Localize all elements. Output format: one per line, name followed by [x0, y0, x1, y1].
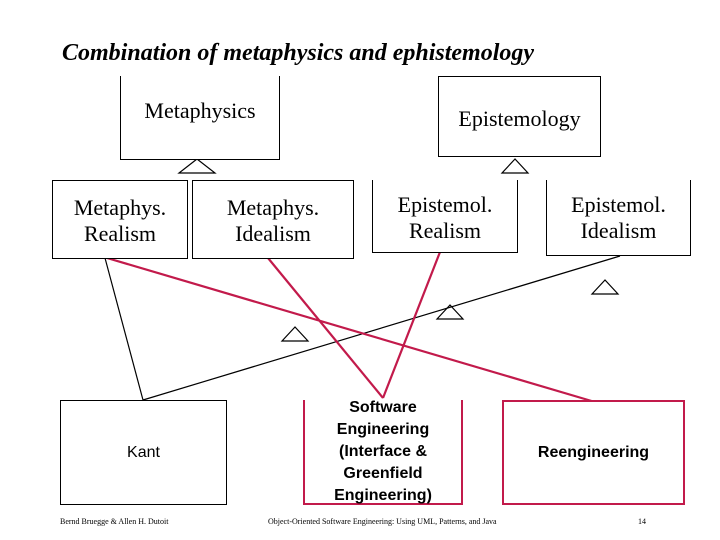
- link-metaphys-realism-reengineering: [106, 256, 596, 404]
- link-metaphys-idealism-software: [267, 257, 384, 399]
- software-engineering-line5: Engineering): [334, 486, 432, 504]
- epistemol-realism-line1: Epistemol.: [397, 192, 493, 217]
- metaphys-idealism-line1: Metaphys.: [226, 195, 320, 220]
- reengineering-label: Reengineering: [537, 443, 650, 461]
- epistemol-idealism-line1: Epistemol.: [571, 192, 666, 217]
- metaphysics-box: Metaphysics: [120, 76, 280, 160]
- footer-book-title: Object-Oriented Software Engineering: Us…: [268, 517, 497, 526]
- epistemology-label: Epistemology: [458, 106, 581, 131]
- epistemology-box: Epistemology: [438, 76, 601, 157]
- kant-label: Kant: [127, 443, 160, 461]
- epistemol-idealism-line2: Idealism: [580, 218, 657, 243]
- page-title: Combination of metaphysics and ephistemo…: [62, 40, 535, 66]
- triangle-metaphysics: [177, 158, 217, 174]
- metaphys-idealism-box: Metaphys. Idealism: [192, 180, 354, 259]
- epistemol-idealism-box: Epistemol. Idealism: [546, 180, 691, 256]
- link-kant-epistemol-idealism: [142, 255, 621, 401]
- link-epistemol-realism-software: [381, 251, 442, 399]
- software-engineering-line2: Engineering: [336, 420, 430, 438]
- software-engineering-line4: Greenfield: [343, 464, 423, 482]
- reengineering-box: Reengineering: [502, 400, 685, 505]
- epistemol-realism-line2: Realism: [408, 218, 482, 243]
- triangle-software-engineering: [435, 304, 465, 320]
- footer-page-number: 14: [638, 517, 646, 526]
- link-kant-metaphys-realism: [104, 257, 144, 401]
- software-engineering-box: Software Engineering (Interface & Greenf…: [303, 398, 463, 505]
- triangle-reengineering: [590, 279, 620, 295]
- triangle-epistemology: [500, 158, 530, 174]
- footer-authors: Bernd Bruegge & Allen H. Dutoit: [60, 517, 169, 526]
- metaphysics-label: Metaphysics: [144, 98, 256, 123]
- metaphys-realism-line1: Metaphys.: [73, 195, 167, 220]
- epistemol-realism-box: Epistemol. Realism: [372, 180, 518, 253]
- software-engineering-line1: Software: [349, 398, 417, 416]
- metaphys-idealism-line2: Idealism: [235, 221, 311, 246]
- metaphys-realism-line2: Realism: [83, 221, 157, 246]
- metaphys-realism-box: Metaphys. Realism: [52, 180, 188, 259]
- triangle-kant: [280, 326, 310, 342]
- kant-box: Kant: [60, 400, 227, 505]
- software-engineering-line3: (Interface &: [338, 442, 428, 460]
